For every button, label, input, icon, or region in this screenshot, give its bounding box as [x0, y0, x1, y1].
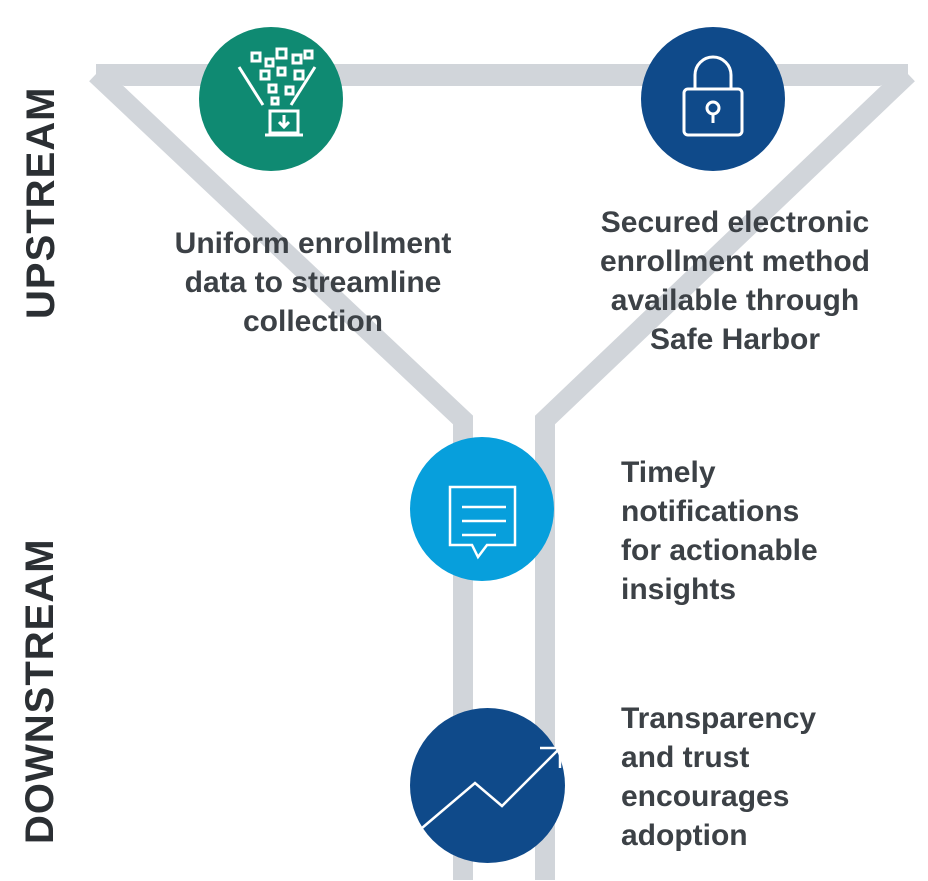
caption-line: Secured electronic: [600, 206, 870, 239]
caption-line: Safe Harbor: [649, 323, 821, 356]
caption-line: available through: [610, 284, 860, 317]
caption-line: and trust: [621, 741, 750, 774]
upstream-label: UPSTREAM: [19, 86, 63, 319]
caption-line: insights: [621, 573, 737, 606]
data-download-laptop-icon: [199, 27, 343, 171]
caption-line: data to streamline: [184, 266, 442, 299]
caption-line: encourages: [621, 780, 790, 813]
caption-line: enrollment method: [599, 245, 870, 278]
caption-line: Transparency: [621, 702, 817, 735]
trend-up-arrow-icon: [410, 708, 565, 863]
caption-line: adoption: [621, 819, 748, 852]
caption-uniform-enrollment: Uniform enrollment data to streamline co…: [130, 224, 496, 341]
caption-transparency-trust: Transparency and trust encourages adopti…: [621, 699, 911, 855]
caption-timely-notifications: Timely notifications for actionable insi…: [621, 453, 911, 609]
caption-line: Timely: [621, 456, 716, 489]
chat-bubble-icon: [410, 437, 554, 581]
padlock-icon: [641, 27, 785, 171]
downstream-label: DOWNSTREAM: [18, 538, 62, 844]
caption-line: notifications: [621, 495, 800, 528]
caption-secured-enrollment: Secured electronic enrollment method ava…: [555, 203, 915, 359]
caption-line: Uniform enrollment: [174, 227, 452, 260]
caption-line: collection: [242, 305, 384, 338]
caption-line: for actionable: [621, 534, 818, 567]
